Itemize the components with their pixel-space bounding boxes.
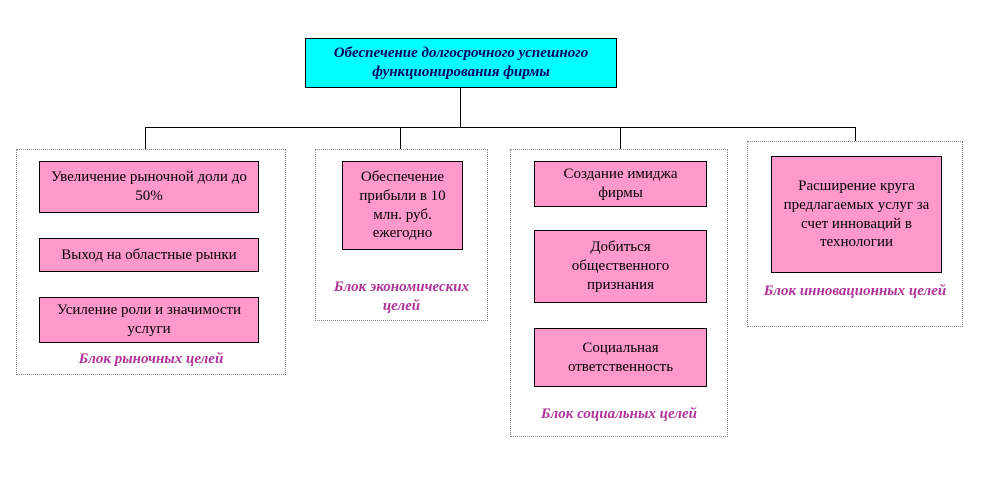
group-innovation-goals: Расширение круга предлагаемых услуг за с… — [747, 141, 963, 327]
group-label-market: Блок рыночных целей — [78, 351, 224, 367]
group-label-social: Блок социальных целей — [541, 406, 697, 422]
connector-drop-social — [620, 127, 621, 150]
goal-node: Выход на областные рынки — [39, 238, 259, 272]
goal-node: Расширение круга предлагаемых услуг за с… — [771, 156, 942, 273]
group-label-innovation: Блок инновационных целей — [763, 283, 947, 299]
group-economic-goals: Обеспечение прибыли в 10 млн. руб. ежего… — [315, 149, 488, 321]
group-market-goals: Увеличение рыночной доли до 50% Выход на… — [16, 149, 286, 375]
group-social-goals: Создание имиджа фирмы Добиться обществен… — [510, 149, 728, 437]
connector-drop-market — [145, 127, 146, 150]
goal-node: Социальная ответственность — [534, 328, 707, 387]
goal-node: Усиление роли и значимости услуги — [39, 297, 259, 343]
goal-node: Обеспечение прибыли в 10 млн. руб. ежего… — [342, 161, 463, 250]
connector-drop-innovation — [855, 127, 856, 142]
connector-drop-economic — [400, 127, 401, 150]
group-label-economic: Блок экономических целей — [333, 279, 470, 314]
connector-root-vertical — [460, 88, 461, 128]
goal-node: Добиться общественного признания — [534, 230, 707, 303]
goal-node: Создание имиджа фирмы — [534, 161, 707, 207]
connector-horizontal — [145, 127, 856, 128]
root-goal-box: Обеспечение долгосрочного успешного функ… — [305, 38, 617, 88]
goal-node: Увеличение рыночной доли до 50% — [39, 161, 259, 213]
